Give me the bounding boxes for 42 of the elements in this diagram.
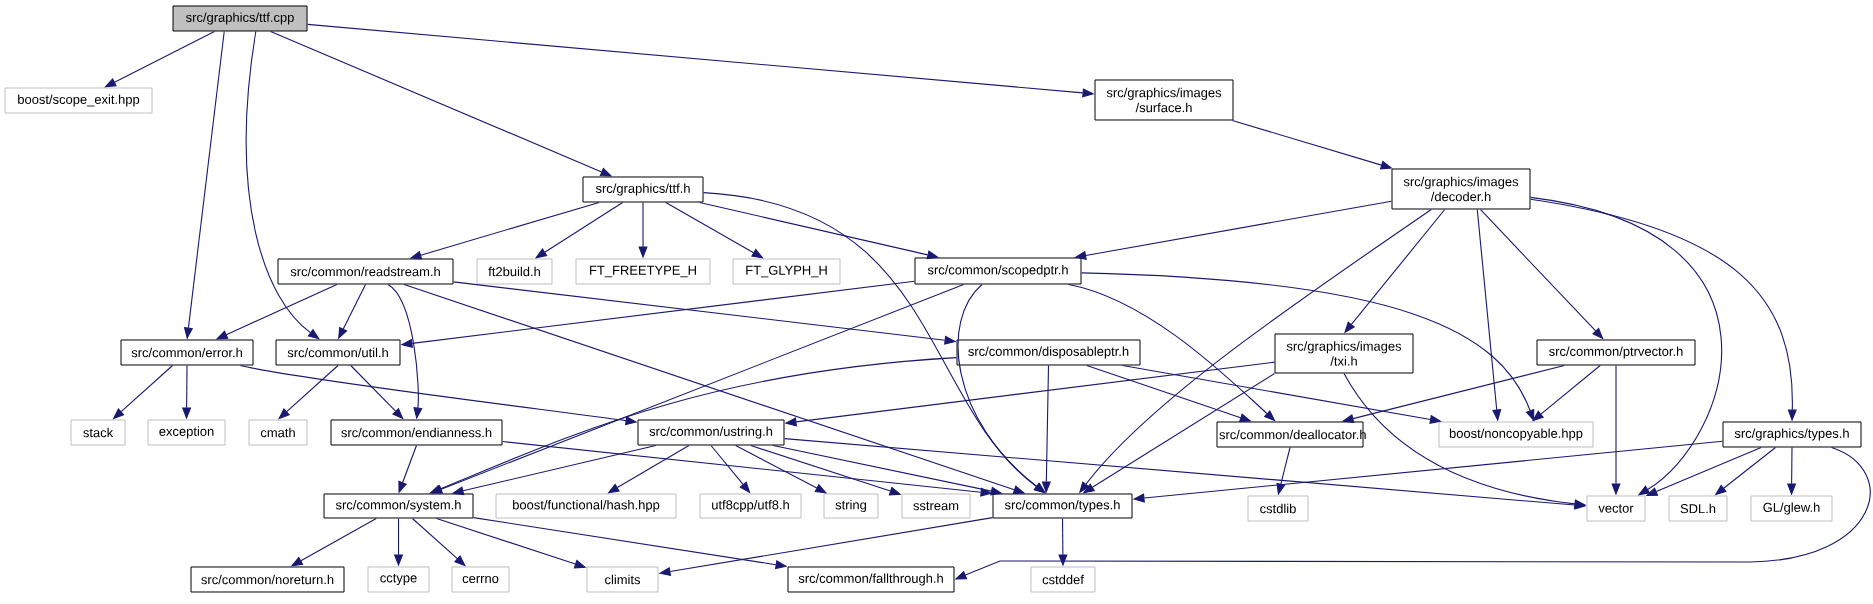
file-box: src/common/scopedptr.h — [914, 257, 1082, 285]
file-box: src/graphics/images /txi.h — [1274, 333, 1414, 374]
file-box: src/common/disposableptr.h — [956, 339, 1141, 366]
file-box: src/graphics/images /decoder.h — [1391, 168, 1531, 210]
arrow — [104, 30, 215, 88]
arrow — [1529, 196, 1722, 496]
file-box: vector — [1586, 495, 1646, 522]
file-box: src/common/fallthrough.h — [787, 566, 955, 593]
file-box: exception — [147, 419, 226, 446]
file-box: src/common/deallocator.h — [1216, 421, 1366, 448]
file-box: cerrno — [451, 566, 510, 593]
file-box: boost/scope_exit.hpp — [4, 87, 153, 114]
arrow — [245, 30, 320, 340]
file-box: sstream — [901, 493, 971, 519]
file-box: src/graphics/ttf.h — [582, 176, 704, 203]
file-box: ft2build.h — [476, 258, 553, 285]
file-box: utf8cpp/utf8.h — [699, 493, 802, 519]
file-box: GL/glew.h — [1750, 495, 1833, 522]
file-box: boost/noncopyable.hpp — [1438, 421, 1594, 448]
file-box: src/common/error.h — [120, 339, 254, 366]
file-box: src/graphics/types.h — [1722, 421, 1862, 448]
file-box: src/common/readstream.h — [277, 258, 454, 285]
file-box: FT_GLYPH_H — [732, 258, 841, 285]
file-box: SDL.h — [1668, 495, 1728, 522]
file-box: src/common/ptrvector.h — [1536, 339, 1696, 366]
file-box: boost/functional/hash.hpp — [495, 493, 677, 519]
file-box: src/common/system.h — [323, 493, 474, 519]
file-box: src/common/endianness.h — [330, 419, 503, 446]
file-box: cstddef — [1030, 566, 1096, 593]
file-box: climits — [586, 566, 659, 593]
file-box: src/graphics/ttf.cpp — [172, 5, 308, 32]
file-box: src/common/noreturn.h — [190, 566, 345, 593]
file-box: src/graphics/images /surface.h — [1094, 79, 1234, 121]
file-box: src/common/util.h — [275, 339, 401, 366]
file-box: cmath — [248, 419, 308, 446]
file-box: src/common/types.h — [992, 493, 1133, 519]
file-box: src/common/ustring.h — [637, 419, 785, 446]
file-box: cctype — [367, 566, 430, 593]
file-box: string — [823, 493, 879, 519]
file-box: FT_FREETYPE_H — [575, 258, 711, 285]
file-box: cstdlib — [1247, 495, 1309, 522]
file-box: stack — [70, 419, 126, 446]
